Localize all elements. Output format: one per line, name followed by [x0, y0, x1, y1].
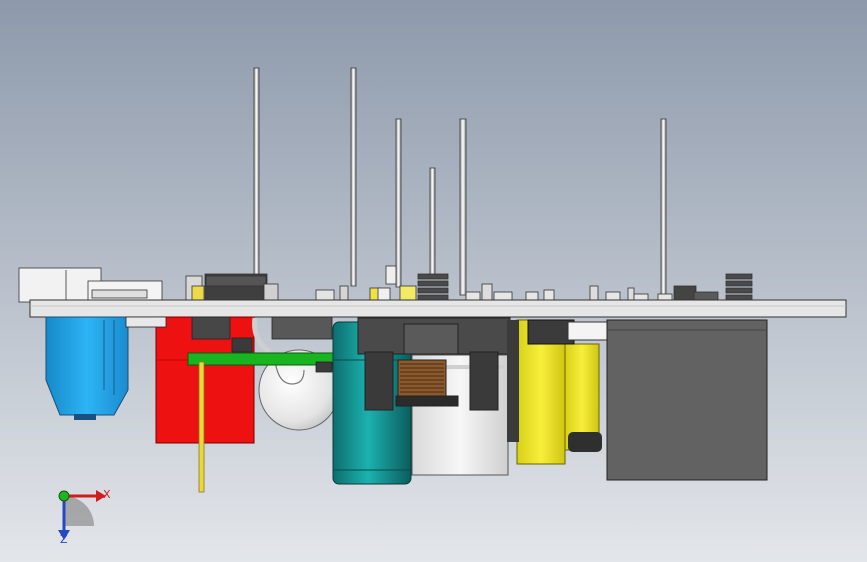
- top-coil-1: [417, 273, 449, 301]
- top-components: [18, 265, 753, 303]
- pin-4: [429, 167, 436, 279]
- underside-small-parts: [125, 316, 333, 373]
- cable-loop: [252, 317, 272, 355]
- tall-pins: [253, 67, 667, 296]
- yellow-capacitor-2: [564, 343, 602, 452]
- triad-z-label: Z: [60, 533, 68, 546]
- pin-1: [253, 67, 260, 279]
- pin-3: [395, 118, 402, 288]
- yellow-capacitor-1: [507, 319, 566, 465]
- yellow-pin: [198, 361, 205, 493]
- pin-2: [350, 67, 357, 287]
- pin-6: [660, 118, 667, 296]
- dark-part-bottom: [527, 319, 575, 345]
- blue-connector: [45, 316, 129, 420]
- main-pcb: [29, 299, 847, 318]
- coordinate-triad-icon: X Z: [58, 488, 111, 546]
- gray-block: [606, 319, 768, 481]
- top-coil-2: [725, 273, 753, 301]
- bobbin-coil: [357, 317, 511, 411]
- triad-x-label: X: [103, 488, 111, 501]
- pin-5: [459, 118, 467, 296]
